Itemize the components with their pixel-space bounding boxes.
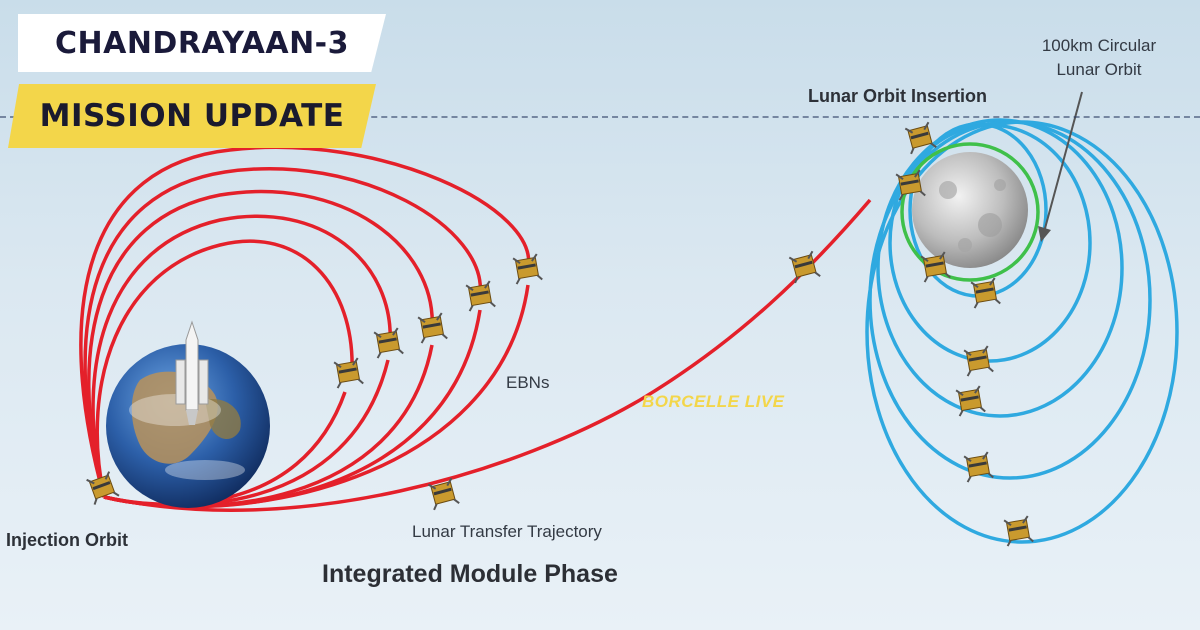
spacecraft-icon [372, 326, 405, 360]
spacecraft-icon [332, 356, 365, 390]
banner-title: CHANDRAYAAN-3 [54, 25, 350, 61]
spacecraft-icon [962, 344, 995, 378]
earth-orbit-1 [95, 239, 354, 498]
earth-orbit-3 [87, 189, 434, 498]
spacecraft-icon [969, 276, 1002, 310]
earth-icon [106, 344, 270, 508]
dashed-divider [0, 116, 1200, 118]
ebns-label: EBNs [506, 373, 550, 392]
rocket-icon [175, 320, 209, 425]
circular-orbit-label-line1: 100km Circular [1041, 36, 1157, 55]
spacecraft-icon [416, 311, 449, 345]
spacecraft-icon [511, 252, 544, 286]
lunar-orbit-5 [865, 120, 1179, 544]
subtitle-banner: MISSION UPDATE [8, 84, 376, 148]
lunar-transfer-label: Lunar Transfer Trajectory [412, 522, 602, 541]
earth-orbit-5 [79, 145, 531, 498]
earth-orbit-4 [83, 167, 482, 498]
circular-orbit-label-line2: Lunar Orbit [1056, 60, 1142, 79]
circular-orbit-label: 100km Circular Lunar Orbit [1024, 36, 1174, 80]
banner-subtitle: MISSION UPDATE [39, 98, 345, 134]
lunar-orbit-insertion-label: Lunar Orbit Insertion [808, 86, 988, 106]
lunar-orbits [865, 118, 1179, 544]
watermark: BORCELLE LIVE [642, 392, 785, 411]
phase-label: Integrated Module Phase [322, 560, 618, 588]
moon-icon [912, 152, 1028, 268]
earth-orbit-2 [91, 214, 392, 498]
lunar-orbit-3 [876, 118, 1124, 418]
injection-orbit-label: Injection Orbit [6, 530, 129, 550]
spacecraft-icon [787, 250, 822, 284]
circular-lunar-orbit [900, 142, 1040, 282]
spacecraft-icon [464, 279, 497, 313]
title-banner: CHANDRAYAAN-3 [18, 14, 386, 72]
pointer-arrow-icon [1038, 91, 1083, 242]
